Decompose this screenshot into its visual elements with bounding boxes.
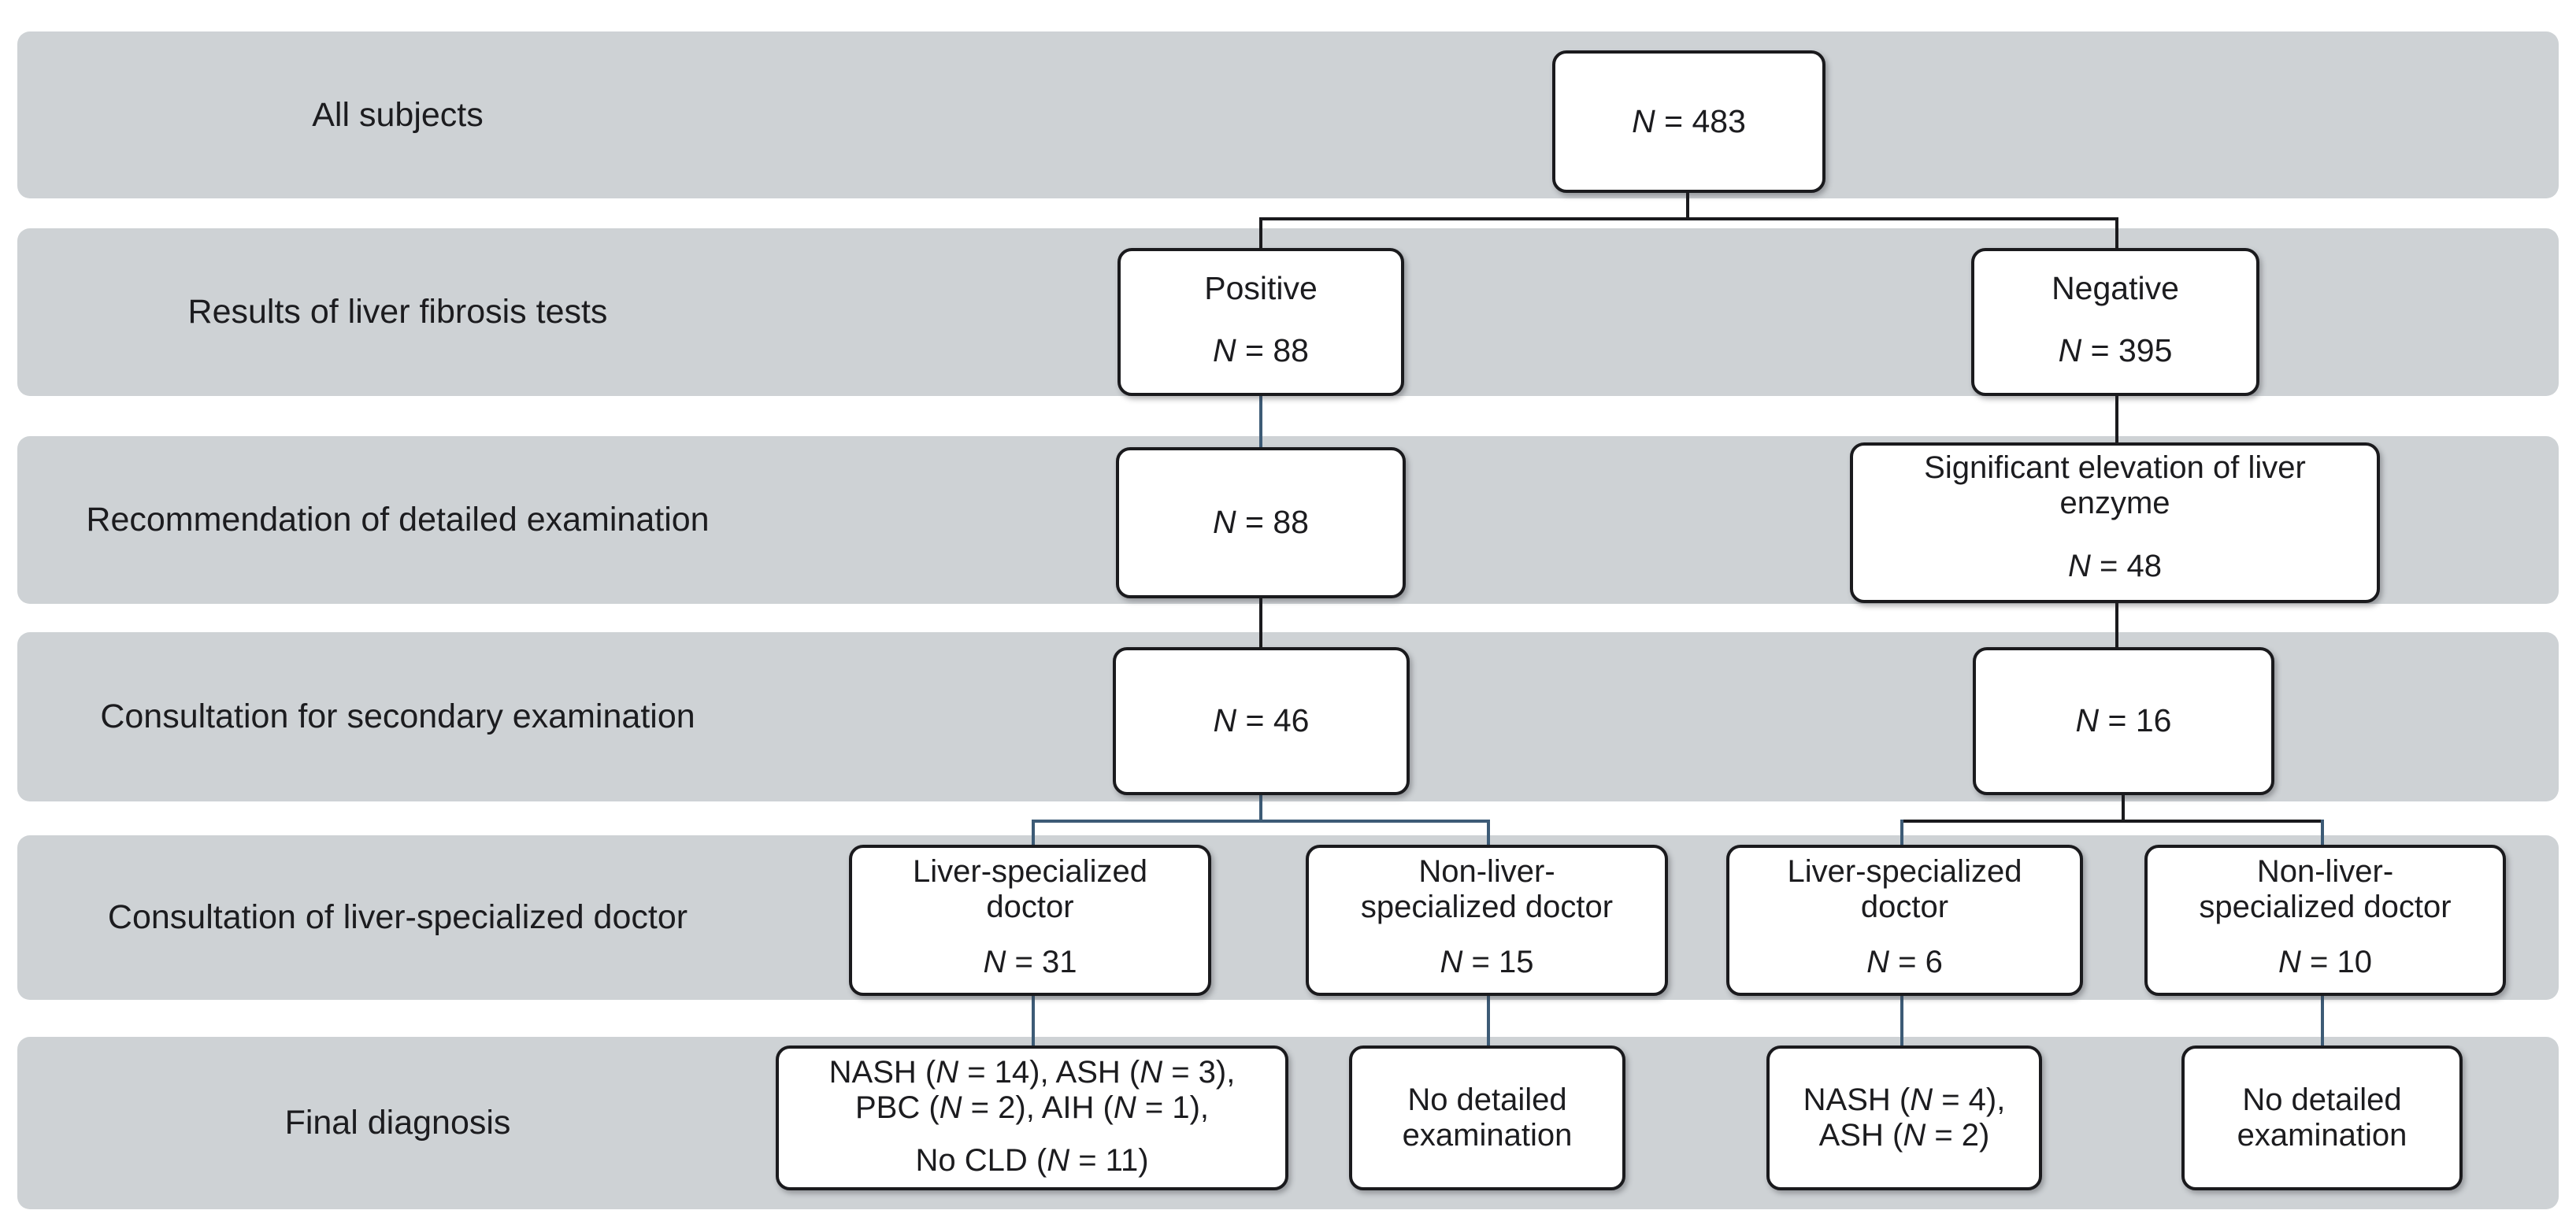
box-title: Significant elevation of liver enzyme — [1924, 450, 2306, 521]
box-diagnosis-pos-nonliver: No detailed examination — [1349, 1046, 1625, 1190]
connector-n46-stem — [1259, 795, 1262, 821]
box-doctor-pos-nonliver: Non-liver- specialized doctor N = 15 — [1306, 845, 1668, 996]
box-diagnosis-neg-liver: NASH (N = 4), ASH (N = 2) — [1766, 1046, 2042, 1190]
box-title: Non-liver- specialized doctor — [1360, 854, 1614, 924]
connector-positive-down — [1259, 394, 1262, 449]
box-title: Positive — [1204, 270, 1318, 306]
connector-to-doc1 — [1032, 820, 1035, 846]
connector-doc4-down — [2321, 996, 2324, 1047]
row-label-doctor-consultation: Consultation of liver-specialized doctor — [107, 898, 688, 936]
connector-right-branch — [1900, 820, 2324, 823]
row-label-final-diagnosis: Final diagnosis — [284, 1104, 511, 1142]
box-recommendation-positive: N = 88 — [1116, 447, 1406, 598]
n-value: N = 15 — [1440, 945, 1534, 980]
n-value: N = 395 — [2058, 331, 2173, 368]
box-all-subjects: N = 483 — [1552, 50, 1825, 193]
box-title: Liver-specialized doctor — [913, 854, 1147, 924]
box-doctor-neg-nonliver: Non-liver- specialized doctor N = 10 — [2144, 845, 2506, 996]
n-value: N = 483 — [1632, 102, 1746, 139]
box-doctor-pos-liver: Liver-specialized doctor N = 31 — [849, 845, 1211, 996]
row-label-all-subjects: All subjects — [312, 95, 484, 134]
box-title: Liver-specialized doctor — [1787, 854, 2022, 924]
box-diagnosis-pos-liver: NASH (N = 14), ASH (N = 3), PBC (N = 2),… — [776, 1046, 1288, 1190]
connector-rec-right-down — [2115, 603, 2118, 649]
n-value: N = 46 — [1213, 702, 1310, 739]
n-value: N = 6 — [1866, 945, 1943, 980]
n-value: N = 16 — [2075, 702, 2172, 739]
connector-doc3-down — [1900, 996, 1903, 1047]
connector-left-branch — [1032, 820, 1490, 823]
connector-to-doc2 — [1487, 820, 1490, 846]
row-band-doctor-consultation — [17, 835, 2559, 1000]
box-consultation-negative: N = 16 — [1973, 647, 2274, 795]
connector-to-doc4 — [2321, 820, 2324, 846]
box-diagnosis-neg-nonliver: No detailed examination — [2181, 1046, 2463, 1190]
connector-n16-stem — [2122, 795, 2125, 821]
connector-to-positive — [1259, 217, 1262, 250]
n-value: N = 88 — [1213, 331, 1309, 368]
box-significant-elevation: Significant elevation of liver enzyme N … — [1850, 442, 2380, 603]
connector-to-negative — [2115, 217, 2118, 250]
row-band-all-subjects — [17, 31, 2559, 198]
connector-negative-down — [2115, 394, 2118, 444]
n-value: N = 48 — [2068, 548, 2162, 583]
connector-doc2-down — [1487, 996, 1490, 1047]
box-positive: Positive N = 88 — [1118, 248, 1404, 396]
box-negative: Negative N = 395 — [1971, 248, 2259, 396]
n-value: N = 10 — [2278, 945, 2372, 980]
box-title: Negative — [2052, 270, 2179, 306]
n-value: N = 31 — [983, 945, 1077, 980]
row-label-fibrosis-results: Results of liver fibrosis tests — [187, 293, 608, 331]
row-label-recommendation: Recommendation of detailed examination — [86, 501, 710, 538]
n-value: N = 88 — [1213, 504, 1309, 541]
box-doctor-neg-liver: Liver-specialized doctor N = 6 — [1726, 845, 2083, 996]
box-consultation-positive: N = 46 — [1113, 647, 1410, 795]
connector-top-branch — [1259, 217, 2118, 220]
connector-rec-left-down — [1259, 598, 1262, 649]
connector-to-doc3 — [1900, 820, 1903, 846]
box-title: Non-liver- specialized doctor — [2199, 854, 2452, 924]
connector-allsubjects-stem — [1686, 193, 1689, 219]
row-label-secondary-consultation: Consultation for secondary examination — [100, 698, 695, 735]
connector-doc1-down — [1032, 996, 1035, 1047]
